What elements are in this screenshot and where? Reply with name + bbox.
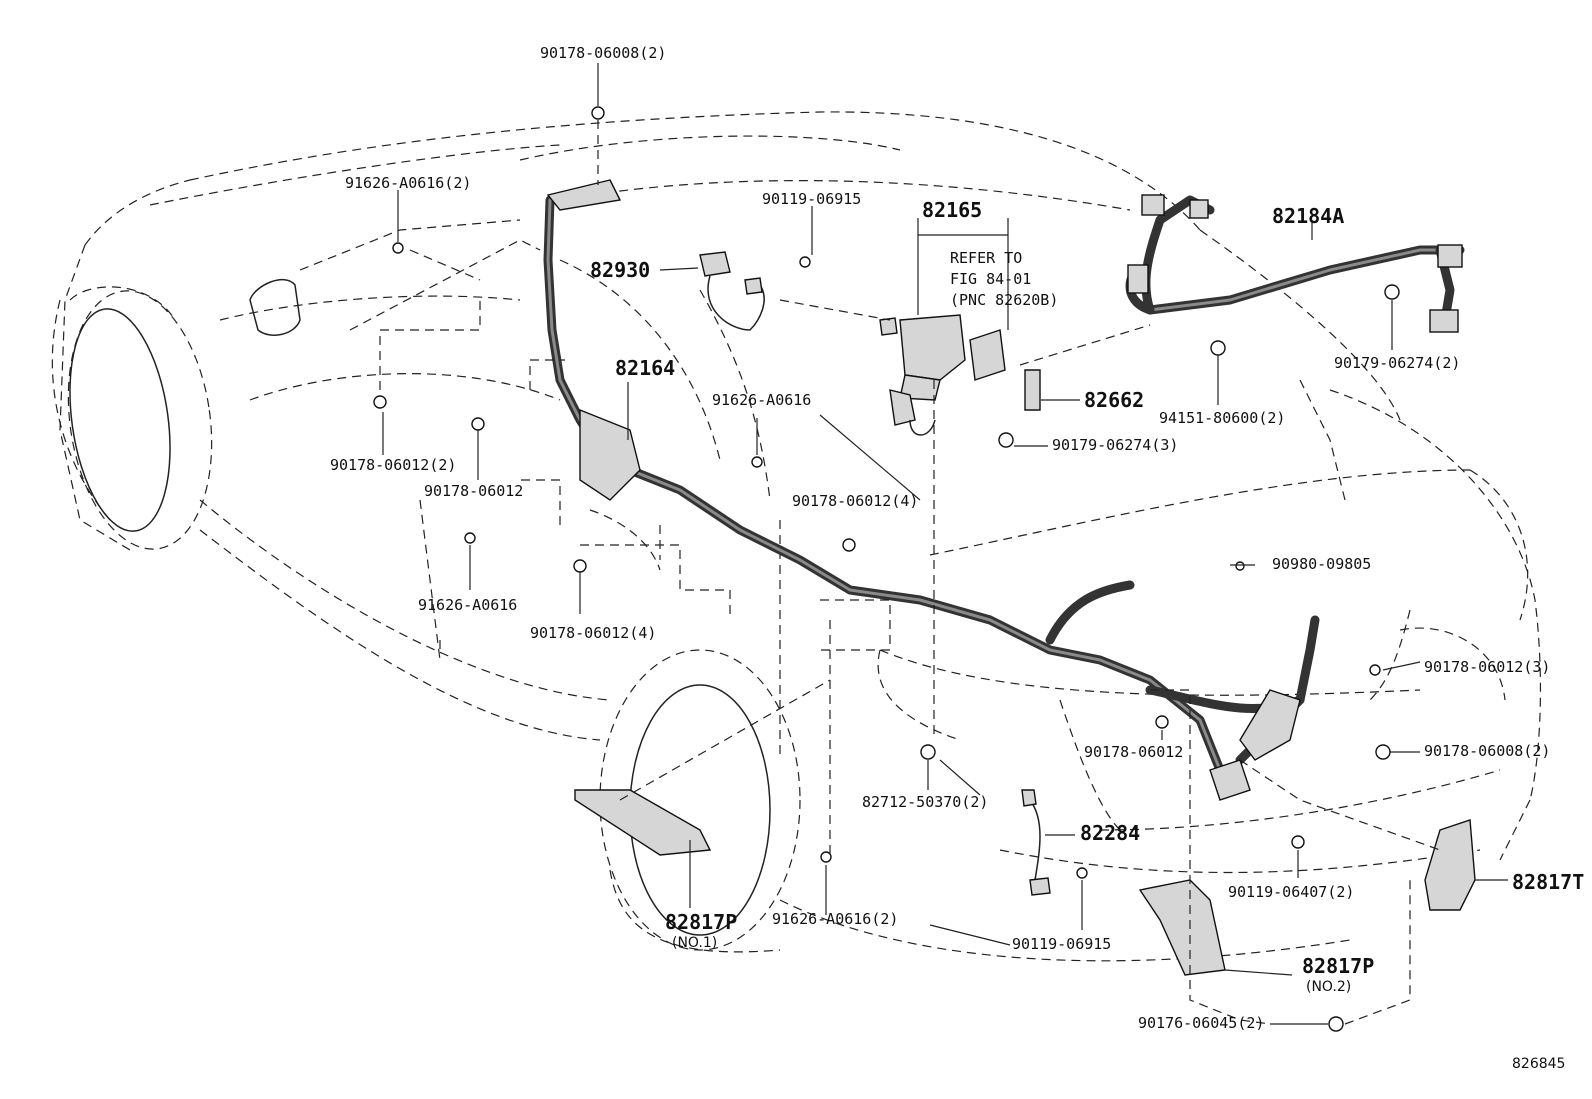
note-line-1: REFER TO [950,249,1023,267]
label-82164: 82164 [615,356,676,380]
label-82817P-no1-sub: (NO.1) [672,935,718,951]
label-91626-A0616-left: 91626-A0616 [418,596,518,614]
label-94151-80600-2: 94151-80600(2) [1159,409,1286,427]
cover-82817P-no2 [1138,879,1226,976]
label-90178-06012-3: 90178-06012(3) [1424,658,1551,676]
label-82817P-no2: 82817P [1302,954,1375,978]
label-82930: 82930 [590,258,651,282]
label-90119-06407-2: 90119-06407(2) [1228,883,1355,901]
label-82284: 82284 [1080,821,1141,845]
label-82184A: 82184A [1272,204,1345,228]
cover-82817P-no1 [574,789,712,856]
label-90178-06012-rear: 90178-06012 [1084,743,1184,761]
label-82165: 82165 [922,198,983,222]
label-90178-06008-2-rear: 90178-06008(2) [1424,742,1551,760]
label-82662: 82662 [1084,388,1145,412]
label-90119-06915-top: 90119-06915 [762,190,862,208]
label-91626-A0616-mid: 91626-A0616 [712,391,812,409]
car-body-outline [51,111,1542,962]
label-90119-06915-bottom: 90119-06915 [1012,935,1112,953]
label-82817T: 82817T [1512,870,1585,894]
figure-id: 826845 [1512,1056,1566,1072]
harness-82184A [1125,194,1465,333]
sensor-82284 [1021,789,1051,896]
label-90179-06274-2: 90179-06274(2) [1334,354,1461,372]
note-line-3: (PNC 82620B) [950,291,1059,309]
label-90179-06274-3: 90179-06274(3) [1052,436,1179,454]
label-90980-09805: 90980-09805 [1272,555,1372,573]
label-82817P-no1: 82817P [665,910,738,934]
label-90176-06045-2: 90176-06045(2) [1138,1014,1265,1032]
label-82712-50370-2: 82712-50370(2) [862,793,989,811]
note-line-2: FIG 84-01 [950,270,1032,288]
label-91626-A0616-2-bottom: 91626-A0616(2) [772,910,899,928]
relay-block-82165 [879,314,1041,436]
sensor-82930 [699,251,765,331]
label-91626-A0616-2-top: 91626-A0616(2) [345,174,472,192]
harness-82164 [543,179,1320,801]
reference-note: REFER TO FIG 84-01 (PNC 82620B) [950,248,1058,311]
label-82817P-no2-sub: (NO.2) [1306,979,1352,995]
label-90178-06012-2: 90178-06012(2) [330,456,457,474]
label-90178-06012-left: 90178-06012 [424,482,524,500]
label-90178-06008-2-top: 90178-06008(2) [540,44,667,62]
fasteners [373,106,1400,1032]
label-90178-06012-4-right: 90178-06012(4) [792,492,919,510]
cover-82817T [1424,819,1476,911]
label-90178-06012-4-bottom: 90178-06012(4) [530,624,657,642]
leader-lines [379,63,1508,1025]
